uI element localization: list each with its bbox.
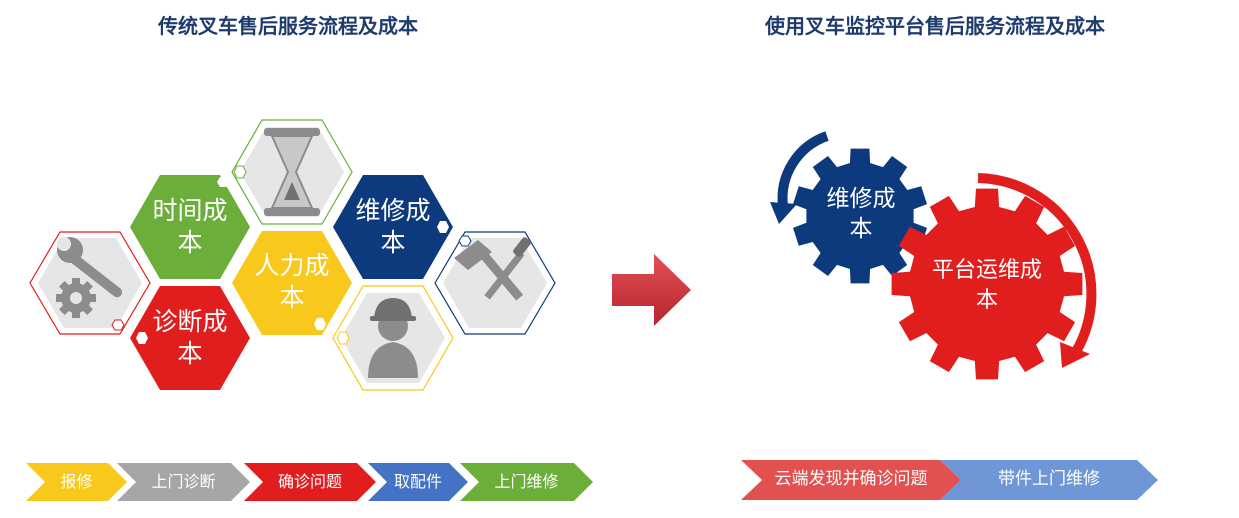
gear-icon (56, 278, 96, 318)
large-gear-rotation-arrow (977, 173, 1097, 368)
step-get-parts (368, 463, 468, 501)
right-step-label-0: 云端发现并确诊问题 (774, 469, 928, 489)
step-repair-with-parts (940, 460, 1158, 500)
left-process-steps (26, 463, 593, 501)
right-step-label-1: 带件上门维修 (998, 469, 1100, 489)
step-label-0: 报修 (60, 472, 93, 491)
step-cloud-detect (741, 460, 961, 500)
large-gear-label: 平台运维成本 (932, 258, 1043, 313)
wrench-gear-hexagon (29, 231, 151, 335)
large-gear (891, 188, 1083, 380)
step-label-4: 上门维修 (494, 472, 559, 491)
time-cost-hexagon (130, 175, 250, 279)
step-confirm-problem (244, 463, 376, 501)
maintenance-cost-hexagon (333, 175, 453, 279)
small-gear (793, 148, 927, 284)
labor-cost-label: 人力成本 (254, 251, 330, 312)
labor-cost-hexagon (232, 231, 352, 335)
diagnosis-cost-label: 诊断成本 (152, 307, 228, 368)
hourglass-icon (264, 128, 320, 216)
step-onsite-diagnosis (117, 463, 250, 501)
hammer-screwdriver-hexagon (434, 231, 556, 335)
worker-icon (368, 298, 418, 378)
maintenance-cost-label: 维修成本 (355, 196, 431, 257)
screwdriver-icon (484, 237, 531, 300)
step-label-3: 取配件 (393, 472, 442, 491)
diagnosis-cost-hexagon (130, 286, 250, 390)
step-report (26, 463, 127, 501)
small-gear-rotation-arrow (770, 131, 829, 224)
wrench-icon (57, 237, 123, 298)
step-label-2: 确诊问题 (277, 472, 342, 491)
hourglass-hexagon (231, 119, 353, 225)
transition-arrow (612, 254, 691, 326)
worker-hexagon (332, 285, 454, 391)
hammer-icon (454, 240, 524, 301)
step-label-1: 上门诊断 (151, 472, 216, 491)
left-title: 传统叉车售后服务流程及成本 (158, 14, 418, 38)
small-gear-label: 维修成本 (826, 186, 896, 242)
right-process-steps (741, 460, 1158, 500)
step-onsite-repair (460, 463, 593, 501)
small-gear-shape (793, 148, 927, 284)
right-title: 使用叉车监控平台售后服务流程及成本 (765, 14, 1105, 38)
large-gear-shape (891, 188, 1083, 380)
time-cost-label: 时间成本 (152, 196, 228, 257)
